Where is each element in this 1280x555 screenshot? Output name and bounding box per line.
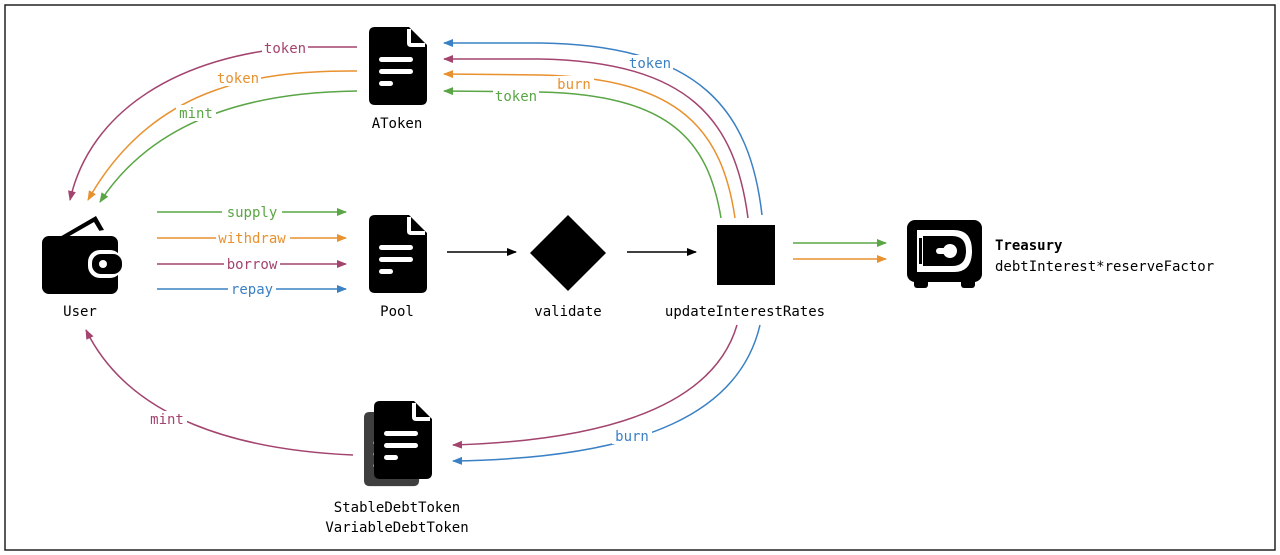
safe-icon [907,220,982,288]
update-to-atoken-token-blue-arrow: token [443,39,763,216]
debt-to-user-mint-purple-arrow: mint [85,329,354,456]
atoken-to-user-token-orange-arrow: token [87,70,358,201]
update-to-debt-purple-arrow [452,324,738,449]
validate-label: validate [534,304,601,320]
treasury-formula: debtInterest*reserveFactor [995,259,1214,275]
pool-document-icon [367,213,429,295]
supply-arrow: supply [157,204,347,221]
borrow-label: borrow [227,257,278,273]
pool-label: Pool [380,304,414,320]
frame-border [4,4,1276,551]
token-label: token [264,41,306,57]
update-to-debt-burn-blue-arrow: burn [452,324,761,465]
update-to-atoken-purple-arrow [443,55,749,219]
withdraw-label: withdraw [218,231,286,247]
variable-debt-token-label: VariableDebtToken [325,520,468,536]
atoken-to-user-token-purple-arrow: token [68,40,357,201]
burn-label: burn [615,429,649,445]
update-to-atoken-burn-orange-arrow: burn [443,70,736,219]
supply-label: supply [227,205,278,221]
atoken-to-user-mint-green-arrow: mint [99,90,358,203]
atoken-label: AToken [372,116,423,132]
validate-diamond [530,215,606,291]
token-label: token [217,71,259,87]
debt-token-documents-icon [362,399,434,489]
token-label: token [495,89,537,105]
repay-label: repay [231,282,273,298]
atoken-document-icon [367,25,429,107]
borrow-arrow: borrow [157,256,347,273]
user-label: User [63,304,97,320]
mint-label: mint [179,106,213,122]
token-label: token [629,56,671,72]
wallet-icon [42,216,122,294]
update-to-atoken-token-green-arrow: token [443,87,722,219]
update-interest-rates-square [717,225,775,285]
repay-arrow: repay [157,281,347,298]
mint-label: mint [150,412,184,428]
burn-label: burn [557,77,591,93]
withdraw-arrow: withdraw [157,230,347,247]
update-interest-rates-label: updateInterestRates [665,304,825,320]
stable-debt-token-label: StableDebtToken [334,500,460,516]
treasury-title: Treasury [995,238,1063,254]
